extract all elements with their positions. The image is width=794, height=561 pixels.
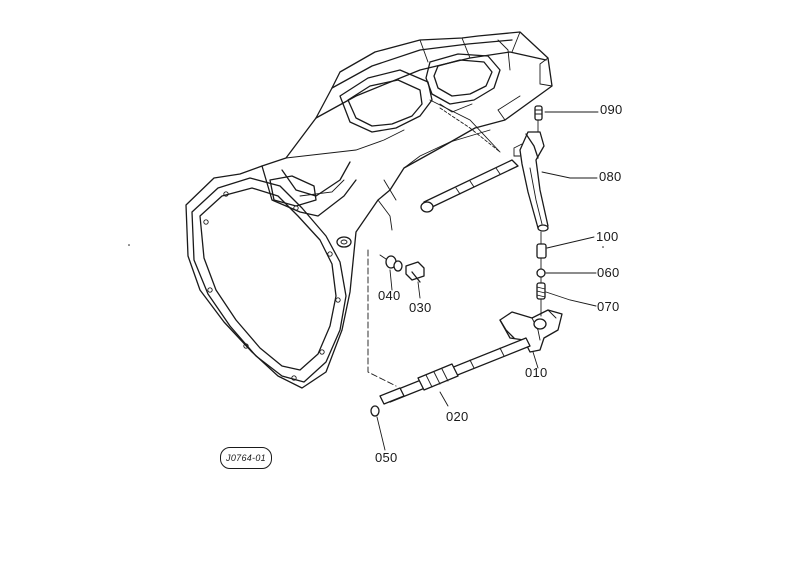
spring-100 [536,243,547,259]
spring-070 [536,282,546,300]
callout-050: 050 [375,450,398,465]
callout-070: 070 [597,299,620,314]
transmission-housing [185,31,553,389]
diagram-reference-code: J0764-01 [220,447,272,469]
callout-leaders [376,111,599,451]
callout-080: 080 [599,169,622,184]
callout-040: 040 [378,288,401,303]
bolt-030 [405,261,425,283]
upper-shift-rod [420,159,519,213]
washer-040 [379,254,403,272]
callout-010: 010 [525,365,548,380]
callout-060: 060 [597,265,620,280]
callout-090: 090 [600,102,623,117]
callout-020: 020 [446,409,469,424]
shift-arm [513,131,549,232]
assembly-guide-lines [367,99,542,387]
ball-060 [536,268,546,278]
pin-090 [534,105,543,121]
circlip-050 [370,405,380,417]
main-shift-rod [379,337,531,405]
callout-030: 030 [409,300,432,315]
callout-100: 100 [596,229,619,244]
